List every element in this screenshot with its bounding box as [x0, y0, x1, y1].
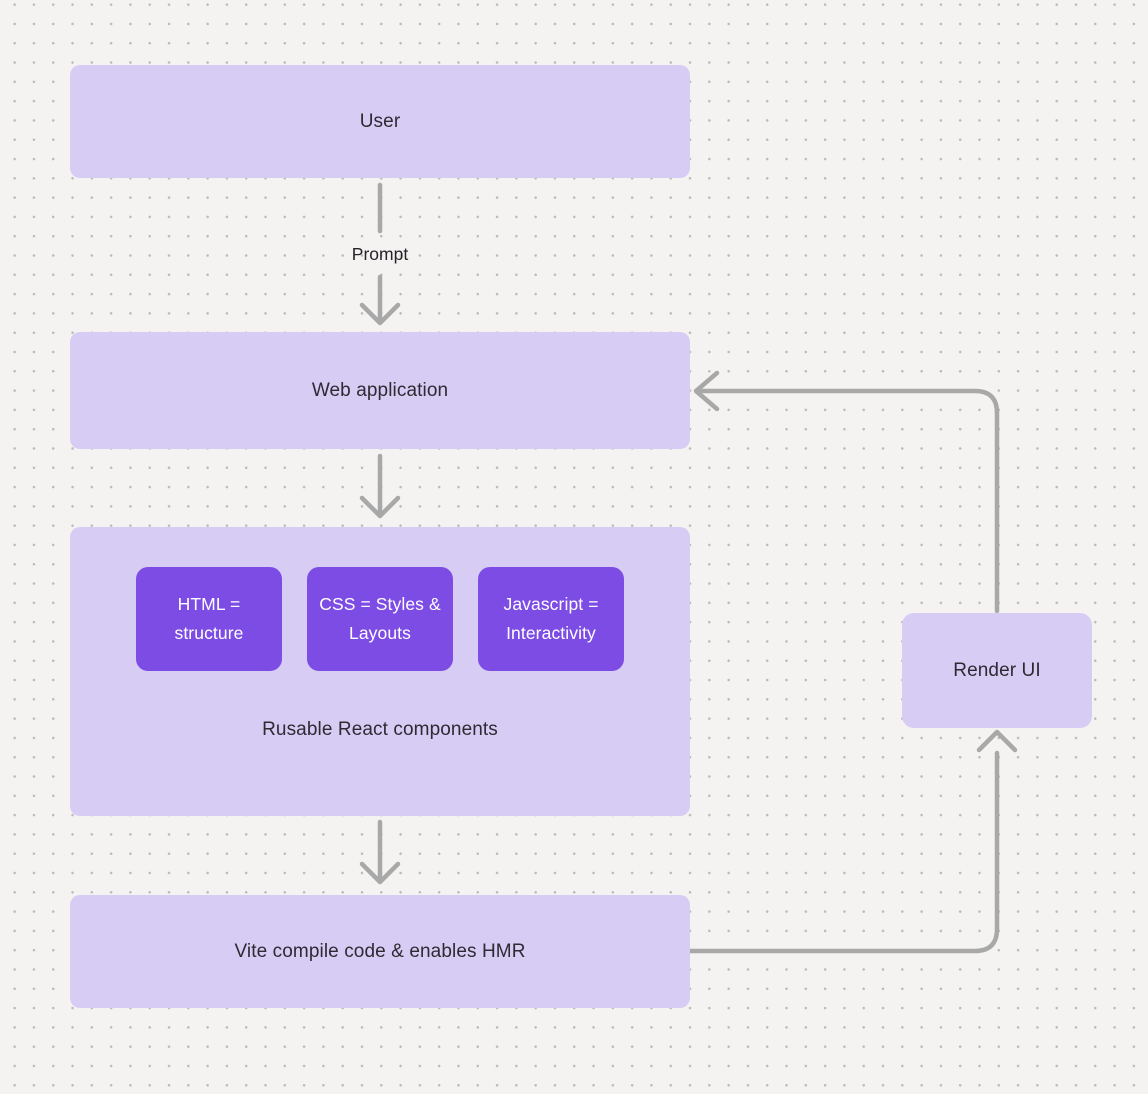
connector-vite-to-renderui-line — [687, 750, 1000, 954]
arrowhead-left-into-webapp — [693, 370, 720, 412]
edge-label-prompt: Prompt — [351, 244, 409, 264]
react-components-caption: Rusable React components — [262, 719, 498, 740]
arrowhead-down-into-components — [359, 495, 401, 519]
node-css-styles-layouts: CSS = Styles & Layouts — [307, 567, 453, 671]
arrowhead-down-into-vite — [359, 861, 401, 885]
connector-renderui-to-webapp-line — [697, 388, 1000, 614]
node-react-components-group: HTML = structure CSS = Styles & Layouts … — [70, 527, 690, 816]
node-html-structure: HTML = structure — [136, 567, 282, 671]
node-render-ui: Render UI — [902, 613, 1092, 728]
node-vite-compile: Vite compile code & enables HMR — [70, 895, 690, 1008]
node-javascript-interactivity: Javascript = Interactivity — [478, 567, 624, 671]
arrowhead-down-into-webapp — [359, 302, 401, 326]
arrowhead-up-into-renderui — [976, 729, 1018, 753]
node-user: User — [70, 65, 690, 178]
node-web-application: Web application — [70, 332, 690, 449]
